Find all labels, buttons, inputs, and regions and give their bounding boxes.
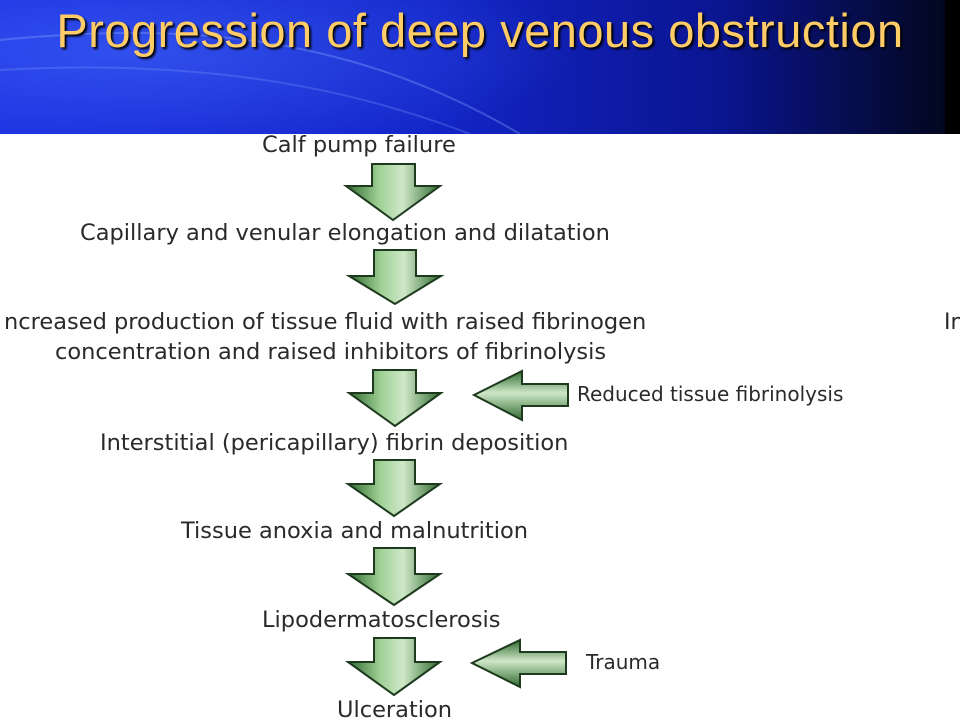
step-lipodermatosclerosis: Lipodermatosclerosis xyxy=(262,607,501,633)
title-swoosh-decoration xyxy=(0,32,521,134)
left-arrow-fibrinolysis-icon xyxy=(471,369,569,422)
down-arrow-3-icon xyxy=(345,369,445,428)
title-bar: Progression of deep venous obstruction xyxy=(0,0,960,134)
step-capillary-elongation: Capillary and venular elongation and dil… xyxy=(80,220,610,246)
arrows-layer xyxy=(342,163,569,697)
title-bar-glow xyxy=(0,0,580,134)
down-arrow-6-icon xyxy=(344,637,444,697)
clipped-text-fragment: In xyxy=(944,310,960,335)
side-input-trauma: Trauma xyxy=(586,650,661,674)
down-arrow-2-icon xyxy=(345,249,445,306)
down-arrow-4-icon xyxy=(344,459,444,518)
down-arrow-1-icon xyxy=(342,163,444,222)
slide-title: Progression of deep venous obstruction xyxy=(56,4,904,57)
step-increased-production-line1: ncreased production of tissue fluid with… xyxy=(4,309,647,335)
side-input-reduced-fibrinolysis: Reduced tissue fibrinolysis xyxy=(577,382,844,406)
down-arrow-5-icon xyxy=(344,547,444,607)
step-tissue-anoxia: Tissue anoxia and malnutrition xyxy=(181,518,529,544)
step-calf-pump-failure: Calf pump failure xyxy=(262,134,456,158)
step-increased-production-line2: concentration and raised inhibitors of f… xyxy=(55,339,607,365)
flow-diagram: Calf pump failure Capillary and venular … xyxy=(0,134,960,720)
title-bar-edge xyxy=(945,0,960,134)
step-fibrin-deposition: Interstitial (pericapillary) fibrin depo… xyxy=(100,430,569,456)
step-ulceration: Ulceration xyxy=(337,697,453,720)
left-arrow-trauma-icon xyxy=(469,638,567,689)
